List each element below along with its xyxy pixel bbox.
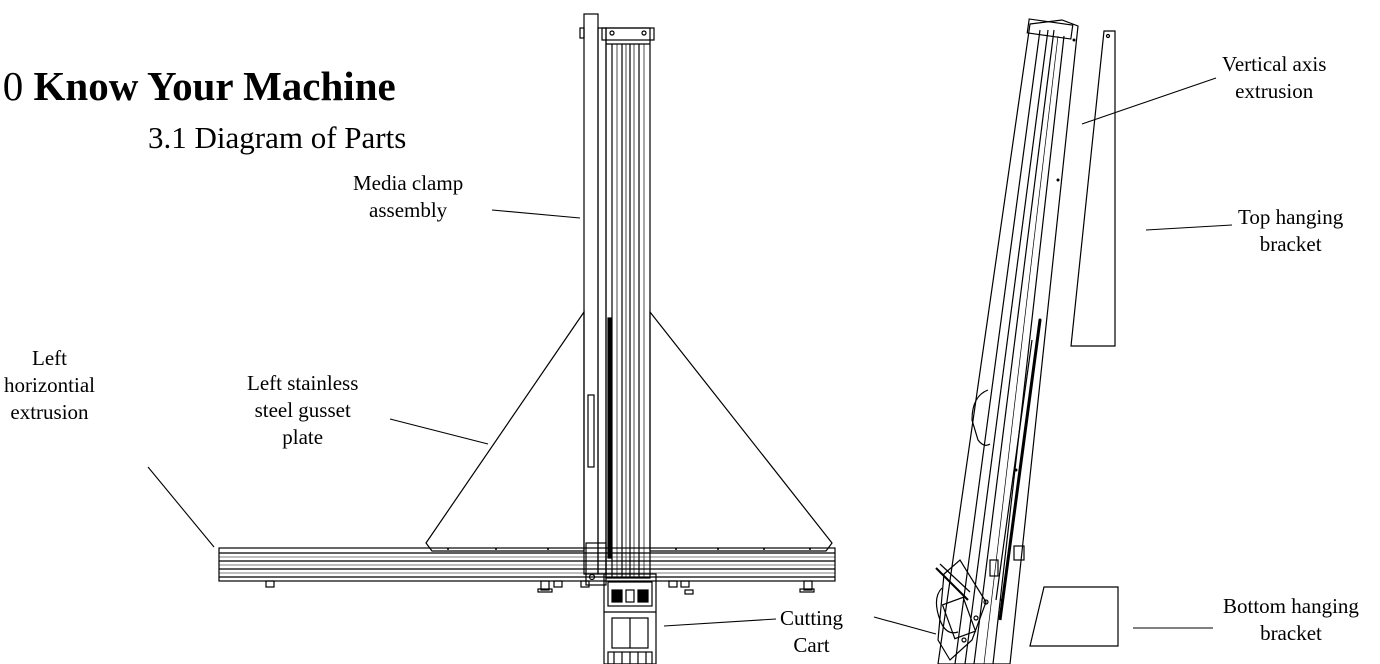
front-cutting-cart <box>603 573 657 664</box>
side-handle <box>971 389 991 446</box>
front-view-machine <box>218 13 836 664</box>
leader-left-horizontal <box>147 466 215 548</box>
label-cutting-cart: Cutting Cart <box>780 606 844 657</box>
label-gusset-plate: Left stainless steel gusset plate <box>247 371 359 449</box>
section-heading: 3.0 Know Your Machine <box>0 66 396 107</box>
media-clamp-bar <box>579 13 607 586</box>
subsection-heading: 3.1 Diagram of Parts <box>148 120 407 155</box>
leader-top-bracket <box>1145 224 1233 231</box>
left-gusset-plate <box>425 310 585 552</box>
section-title: Know Your Machine <box>33 63 396 109</box>
side-view-machine <box>935 18 1079 664</box>
bottom-hanging-bracket-shape <box>1029 586 1119 647</box>
vertical-column <box>601 27 655 579</box>
top-hanging-bracket-shape <box>1070 30 1116 347</box>
section-number: 3.0 <box>0 63 24 109</box>
label-top-hanging-bracket: Top hanging bracket <box>1238 205 1344 256</box>
side-cutting-cart <box>935 559 989 661</box>
label-left-horizontal-extrusion: Left horizontial extrusion <box>4 346 95 424</box>
leader-cutting-cart-front <box>663 618 777 627</box>
side-extrusion <box>937 19 1079 664</box>
leader-cutting-cart-side <box>873 616 937 635</box>
label-bottom-hanging-bracket: Bottom hanging bracket <box>1223 594 1359 645</box>
leader-vertical-axis <box>1081 77 1217 125</box>
label-vertical-axis-extrusion: Vertical axis extrusion <box>1222 52 1327 103</box>
extrusion-feet <box>265 580 815 595</box>
leader-lines <box>147 77 1233 635</box>
label-media-clamp-assembly: Media clamp assembly <box>353 171 464 222</box>
leader-gusset-plate <box>389 418 489 445</box>
horizontal-extrusion <box>218 547 836 582</box>
right-gusset-plate <box>649 310 833 552</box>
leader-media-clamp <box>491 209 581 219</box>
